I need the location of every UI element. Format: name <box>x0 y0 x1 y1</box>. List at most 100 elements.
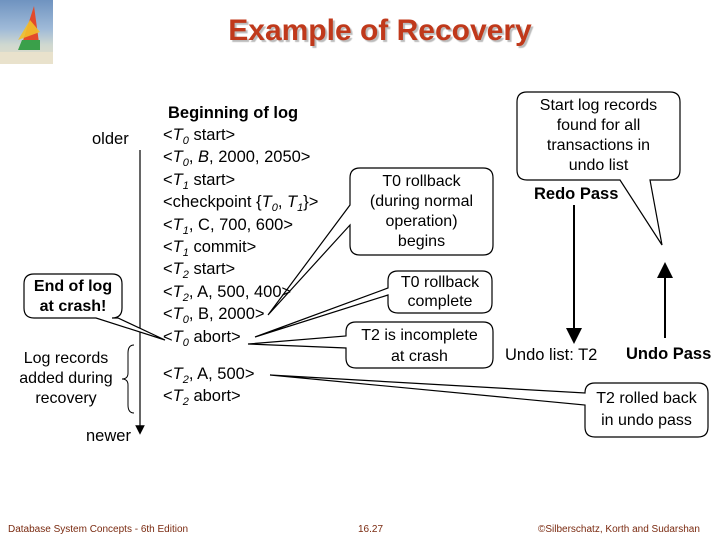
log-record-part: 1 <box>182 247 189 259</box>
log-record: <T0, B, 2000> <box>163 305 265 326</box>
log-record-part: T <box>172 365 183 383</box>
footer-book: Database System Concepts - 6th Edition <box>8 524 189 535</box>
log-record-part: T <box>172 216 183 234</box>
t2-rolled-back-text: T2 rolled back in undo pass <box>585 388 708 432</box>
log-record-part: start> <box>188 260 236 278</box>
log-record: <T2 start> <box>163 260 235 281</box>
start-records-callout <box>516 91 681 246</box>
text-line: found for all <box>556 117 641 134</box>
text-line: T0 rollback <box>400 274 480 291</box>
log-record-part: abort> <box>188 387 241 405</box>
text-line: undo list <box>568 157 629 174</box>
log-record-part: B <box>198 148 210 166</box>
sailboat-logo <box>0 0 53 64</box>
log-record-part: T <box>261 193 272 211</box>
text-line: End of log <box>33 278 113 295</box>
log-record: <T0, B, 2000, 2050> <box>163 148 310 169</box>
log-record-part: 2 <box>182 396 189 408</box>
log-record: <T1 commit> <box>163 238 256 259</box>
log-record-part: T <box>172 238 183 256</box>
log-record: <T1 start> <box>163 171 235 192</box>
log-record-part: 0 <box>182 337 189 349</box>
log-record-part: , C, 700, 600> <box>188 216 293 234</box>
log-record-part: 2 <box>182 269 189 281</box>
undo-pass-label: Undo Pass <box>626 345 712 363</box>
log-record-part: , B, 2000> <box>188 305 265 323</box>
text-line: T2 is incomplete <box>361 327 478 344</box>
sailboat-icon <box>0 6 53 64</box>
log-record-part: 2 <box>182 374 189 386</box>
label-line: recovery <box>35 390 97 407</box>
t2-incomplete-callout <box>247 321 494 369</box>
t0-begins-callout <box>267 167 494 316</box>
text-line: (during normal <box>369 193 474 210</box>
log-record-part: , <box>188 148 199 166</box>
log-record-part: < <box>163 365 173 383</box>
log-record-part: < <box>163 283 173 301</box>
log-record-part: T <box>172 305 183 323</box>
log-record: <T2 abort> <box>163 387 241 408</box>
end-of-log-text: End of log at crash! <box>24 277 122 317</box>
log-record-part: T <box>172 283 183 301</box>
label-line: added during <box>19 370 113 387</box>
t0-complete-callout <box>254 270 493 338</box>
log-record-part: 1 <box>182 180 189 192</box>
log-record-part: }> <box>303 193 319 211</box>
text-line: Start log records <box>539 97 658 114</box>
older-label: older <box>92 130 129 148</box>
text-line: complete <box>407 293 473 310</box>
log-record-part: 0 <box>182 157 189 169</box>
newer-label: newer <box>86 427 131 445</box>
t2-incomplete-text: T2 is incomplete at crash <box>346 325 493 367</box>
log-record-part: , <box>277 193 288 211</box>
log-record-part: < <box>163 305 173 323</box>
log-record: <checkpoint {T0, T1}> <box>163 193 318 214</box>
log-record-part: T <box>172 126 183 144</box>
label-line: Log records <box>23 350 109 367</box>
log-record: <T0 abort> <box>163 328 241 349</box>
log-record-part: < <box>163 216 173 234</box>
footer-copyright: ©Silberschatz, Korth and Sudarshan <box>538 524 700 535</box>
log-record-part: < <box>163 260 173 278</box>
log-record: <T1, C, 700, 600> <box>163 216 293 237</box>
log-record-part: <checkpoint { <box>163 193 262 211</box>
end-of-log-callout <box>23 273 166 341</box>
log-record-part: T <box>172 328 183 346</box>
log-record-part: T <box>172 387 183 405</box>
log-record-part: 0 <box>182 314 189 326</box>
log-record: <T2, A, 500, 400> <box>163 283 291 304</box>
log-record-part: < <box>163 387 173 405</box>
log-record-part: T <box>287 193 298 211</box>
log-record-part: < <box>163 126 173 144</box>
log-record-part: , A, 500> <box>188 365 255 383</box>
text-line: in undo pass <box>601 412 692 429</box>
log-record-part: < <box>163 238 173 256</box>
start-records-text: Start log records found for all transact… <box>517 96 680 176</box>
log-record-part: < <box>163 171 173 189</box>
log-record-part: 0 <box>182 135 189 147</box>
text-line: T0 rollback <box>382 173 461 190</box>
log-record-part: < <box>163 328 173 346</box>
redo-pass-label: Redo Pass <box>534 185 619 203</box>
log-record-part: 2 <box>182 292 189 304</box>
log-record-part: 0 <box>271 202 278 214</box>
log-record-part: start> <box>188 126 236 144</box>
log-record-part: abort> <box>188 328 241 346</box>
t0-complete-text: T0 rollback complete <box>388 273 492 311</box>
slide-title: Example of Recovery <box>228 14 532 47</box>
footer-page: 16.27 <box>358 524 384 535</box>
text-line: operation) <box>385 213 458 230</box>
brace <box>121 344 135 414</box>
text-line: begins <box>397 233 446 250</box>
log-record-part: , A, 500, 400> <box>188 283 292 301</box>
log-record-part: T <box>172 148 183 166</box>
log-record-part: start> <box>188 171 236 189</box>
log-record: <T2, A, 500> <box>163 365 254 386</box>
t0-begins-text: T0 rollback (during normal operation) be… <box>350 172 493 252</box>
undo-list-label: Undo list: T2 <box>505 346 598 364</box>
log-record: <T0 start> <box>163 126 235 147</box>
text-line: at crash! <box>39 298 107 315</box>
t2-rolled-back-callout <box>269 374 709 438</box>
log-record-part: commit> <box>188 238 257 256</box>
